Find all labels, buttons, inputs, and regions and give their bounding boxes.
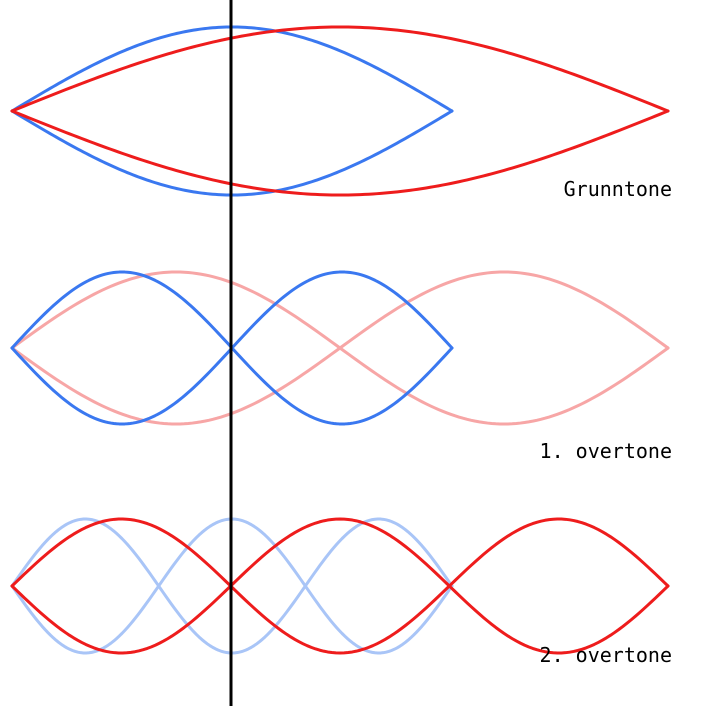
long-string-wave-upper	[10, 517, 670, 655]
long-string-wave-upper	[10, 25, 670, 113]
fundamental-row	[10, 25, 670, 197]
long-string-wave-lower	[10, 517, 670, 655]
second-overtone-row	[10, 517, 670, 655]
long-string-wave-lower	[10, 109, 670, 197]
label-fundamental: Grunntone	[563, 177, 672, 201]
label-first-overtone: 1. overtone	[539, 439, 672, 463]
first-overtone-row	[10, 270, 670, 426]
label-second-overtone: 2. overtone	[539, 643, 672, 667]
long-string-wave-lower	[10, 270, 670, 426]
